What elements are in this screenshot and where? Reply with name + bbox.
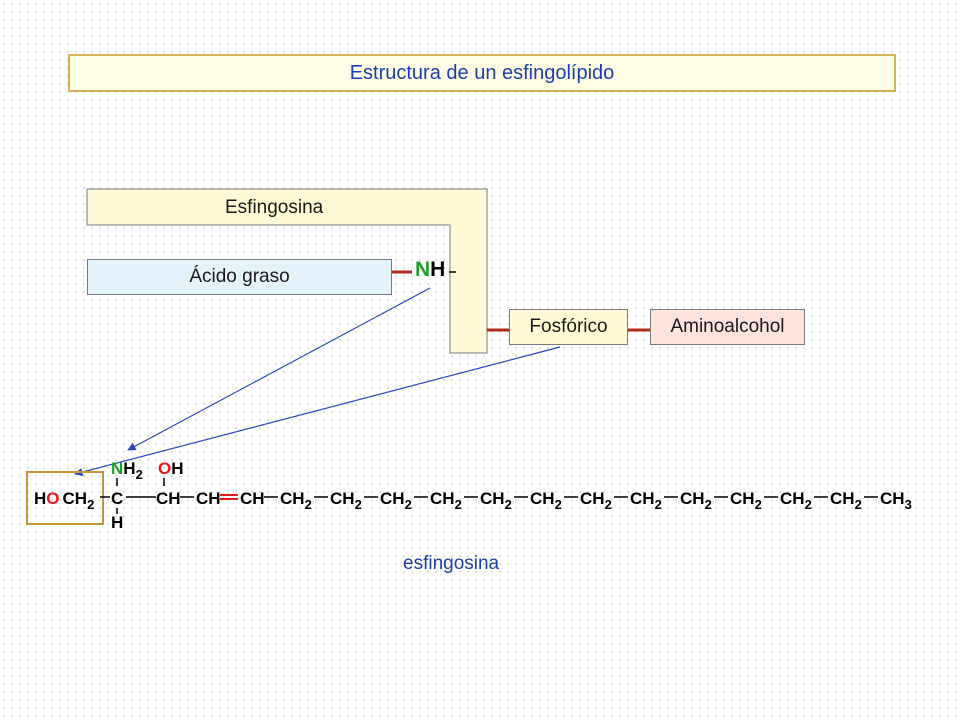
ester-arrow <box>74 346 561 477</box>
sphingosine-caption: esfingosina <box>403 553 500 574</box>
ch2-group-2: CH2 <box>330 489 362 512</box>
ch2-group-6: CH2 <box>530 489 562 512</box>
nh2-group: NH2 <box>111 459 143 482</box>
c2-carbon: C <box>111 489 123 508</box>
c4-group: CH <box>196 489 221 508</box>
page-title: Estructura de un esfingolípido <box>349 61 615 84</box>
ch2-group-5: CH2 <box>480 489 512 512</box>
nh-nitrogen: N <box>415 258 431 281</box>
ch2-group-7: CH2 <box>580 489 612 512</box>
c3-group: CH <box>156 489 181 508</box>
fosforico-block: Fosfórico <box>509 309 628 345</box>
ch2-group-9: CH2 <box>680 489 712 512</box>
amide-nh: NH <box>415 258 445 282</box>
ch2-group-1: CH2 <box>280 489 312 512</box>
ch2-group-4: CH2 <box>430 489 462 512</box>
ch2-group-3: CH2 <box>380 489 412 512</box>
hydrocarbon-chain: CH CH CH CH2 CH2 CH2 CH2 CH2 CH2 CH2 CH2 CH2 CH2 CH2 C… <box>156 489 912 512</box>
aminoalcohol-label: Aminoalcohol <box>670 316 785 337</box>
amide-arrow <box>127 287 431 451</box>
esfingosina-label: Esfingosina <box>225 197 324 218</box>
fosforico-label: Fosfórico <box>529 316 608 337</box>
ch2-group-8: CH2 <box>630 489 662 512</box>
ch3-group: CH3 <box>880 489 912 512</box>
hoch2-highlight-box <box>26 471 104 525</box>
c5-group: CH <box>240 489 265 508</box>
esfingosina-block <box>86 188 488 354</box>
aminoalcohol-block: Aminoalcohol <box>650 309 805 345</box>
title-banner: Estructura de un esfingolípido <box>68 54 896 92</box>
ch2-group-12: CH2 <box>830 489 862 512</box>
nh-hydrogen: H <box>430 258 446 281</box>
oh-group: OH <box>158 459 184 478</box>
acido-graso-block: Ácido graso <box>87 259 392 295</box>
acido-graso-label: Ácido graso <box>189 266 290 287</box>
ch2-group-11: CH2 <box>780 489 812 512</box>
ch2-group-10: CH2 <box>730 489 762 512</box>
c2-hydrogen: H <box>111 513 123 532</box>
